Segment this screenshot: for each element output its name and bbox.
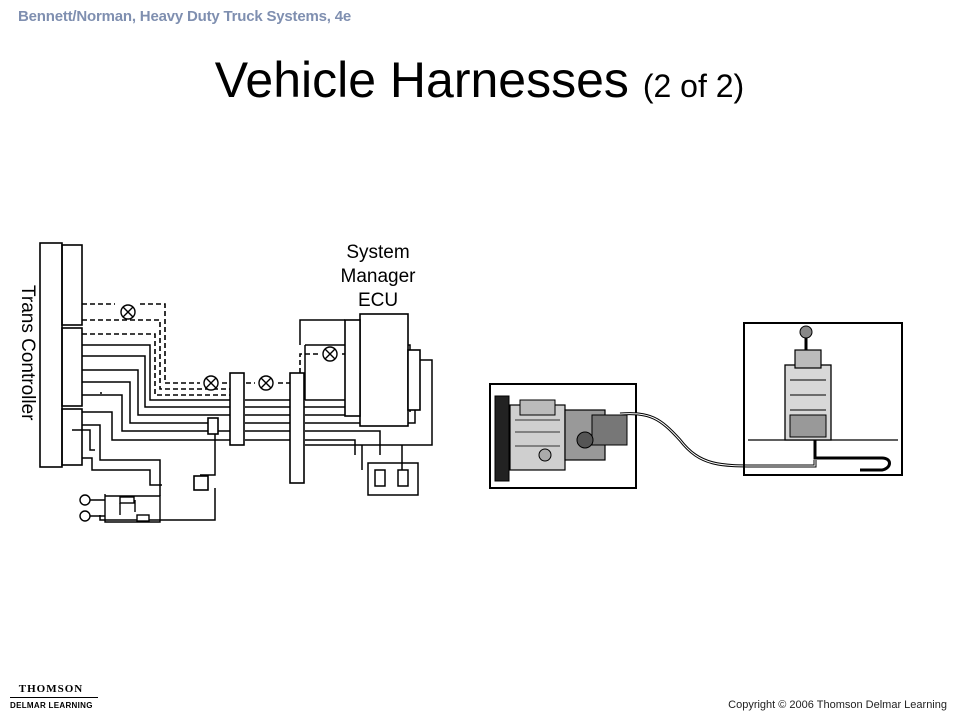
switch-terminal-1 (79, 494, 91, 506)
trans-controller-box (39, 242, 63, 468)
resistor-2 (136, 514, 150, 522)
lamp-symbol-1 (120, 304, 136, 320)
connector-block (193, 475, 209, 491)
slide-title-sub: (2 of 2) (642, 68, 745, 104)
fuse-block (207, 417, 219, 435)
resistor-1 (119, 496, 135, 504)
transmission-image (489, 383, 637, 489)
trans-controller-module-top (61, 244, 83, 326)
trans-controller-label: Trans Controller (17, 285, 38, 421)
ecu-label-line3: ECU (358, 290, 398, 311)
trans-controller-module-bottom (61, 408, 83, 466)
lamp-symbol-4 (322, 346, 338, 362)
lamp-symbol-3 (258, 375, 274, 391)
ecu-label-line2: Manager (341, 266, 417, 287)
slide-title: Vehicle Harnesses (2 of 2) (0, 50, 959, 116)
logo-line2: DELMAR LEARNING (10, 701, 93, 710)
system-manager-ecu (359, 313, 409, 427)
switch-terminal-2 (79, 510, 91, 522)
logo-line1: THOMSON (18, 683, 84, 695)
copyright-notice: Copyright © 2006 Thomson Delmar Learning (728, 699, 947, 711)
trans-controller-module-mid (61, 327, 83, 407)
ecu-label-line1: System (346, 242, 409, 263)
slide-title-main: Vehicle Harnesses (214, 52, 629, 108)
publisher-logo: THOMSON DELMAR LEARNING (10, 683, 110, 710)
shift-selector-image (743, 322, 903, 476)
inline-connector-1 (229, 372, 245, 446)
lamp-symbol-2 (203, 375, 219, 391)
inline-connector-2 (289, 372, 305, 484)
book-title: Bennett/Norman, Heavy Duty Truck Systems… (18, 8, 351, 25)
